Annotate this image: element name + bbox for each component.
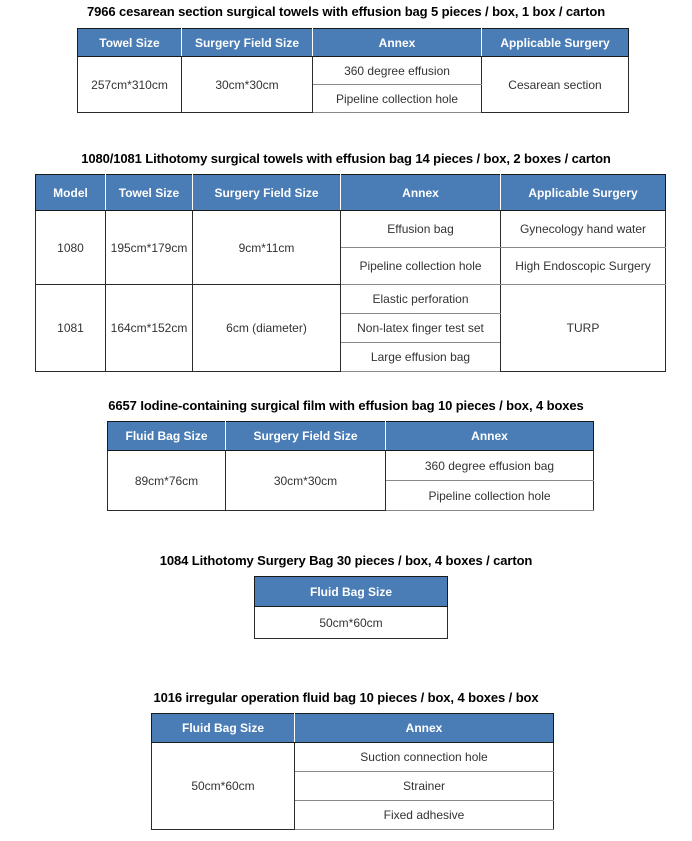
table-row: 1081 164cm*152cm 6cm (diameter) Elastic …	[35, 284, 666, 372]
table-row: Pipeline collection hole	[78, 84, 629, 113]
cell-annex-1: 360 degree effusion bag	[385, 450, 594, 481]
table-row: Pipeline collection hole High Endoscopic…	[36, 247, 666, 285]
cell-fluid-bag-size: 50cm*60cm	[254, 606, 448, 639]
cell-fluid-bag-size: 89cm*76cm	[107, 450, 226, 511]
column-header-towel-size: Towel Size	[77, 28, 182, 57]
cell-annex-2: Pipeline collection hole	[340, 247, 501, 285]
spec-table-1084: Fluid Bag Size 50cm*60cm	[254, 576, 448, 639]
cell-annex-3: Large effusion bag	[340, 342, 501, 372]
cell-applicable-surgery-2: High Endoscopic Surgery	[500, 247, 666, 285]
column-header-fluid-bag-size: Fluid Bag Size	[254, 576, 448, 607]
spec-table-7966: Towel Size Surgery Field Size Annex Appl…	[77, 28, 629, 113]
section-title-1016: 1016 irregular operation fluid bag 10 pi…	[153, 690, 539, 705]
table-wrapper-1084: Fluid Bag Size 50cm*60cm	[254, 576, 448, 639]
column-header-annex: Annex	[312, 28, 482, 57]
spec-table-6657: Fluid Bag Size Surgery Field Size Annex …	[107, 421, 594, 511]
cell-annex-3: Fixed adhesive	[294, 800, 554, 830]
cell-towel-size: 164cm*152cm	[105, 284, 193, 372]
column-header-annex: Annex	[385, 421, 594, 451]
cell-surgery-field-size: 30cm*30cm	[181, 56, 313, 113]
column-header-towel-size: Towel Size	[105, 174, 193, 211]
spec-table-1016: Fluid Bag Size Annex 50cm*60cm Suction c…	[151, 713, 554, 830]
cell-applicable-surgery: TURP	[500, 284, 666, 372]
section-title-1084: 1084 Lithotomy Surgery Bag 30 pieces / b…	[159, 553, 533, 568]
cell-surgery-field-size: 9cm*11cm	[192, 210, 341, 285]
table-row: 50cm*60cm Suction connection hole	[151, 742, 554, 830]
cell-annex-2: Pipeline collection hole	[385, 480, 594, 511]
section-1080-1081: 1080/1081 Lithotomy surgical towels with…	[0, 151, 692, 372]
table-row: Fixed adhesive	[152, 800, 554, 830]
table-row: Large effusion bag	[36, 342, 666, 372]
column-header-annex: Annex	[340, 174, 501, 211]
table-wrapper-1016: Fluid Bag Size Annex 50cm*60cm Suction c…	[151, 713, 554, 830]
cell-fluid-bag-size: 50cm*60cm	[151, 742, 295, 830]
cell-applicable-surgery: Cesarean section	[481, 56, 629, 113]
table-row: Pipeline collection hole	[108, 480, 594, 511]
cell-annex-1: Elastic perforation	[340, 284, 501, 314]
section-title-6657: 6657 Iodine-containing surgical film wit…	[108, 398, 584, 413]
column-header-applicable-surgery: Applicable Surgery	[500, 174, 666, 211]
column-header-fluid-bag-size: Fluid Bag Size	[151, 713, 295, 743]
cell-annex-2: Pipeline collection hole	[312, 84, 482, 113]
table-header-row: Model Towel Size Surgery Field Size Anne…	[35, 174, 666, 211]
section-title-7966: 7966 cesarean section surgical towels wi…	[86, 4, 606, 19]
table-header-row: Fluid Bag Size	[254, 576, 448, 607]
table-header-row: Towel Size Surgery Field Size Annex Appl…	[77, 28, 629, 57]
column-header-surgery-field-size: Surgery Field Size	[192, 174, 341, 211]
cell-surgery-field-size: 6cm (diameter)	[192, 284, 341, 372]
column-header-surgery-field-size: Surgery Field Size	[181, 28, 313, 57]
spec-table-1080-1081: Model Towel Size Surgery Field Size Anne…	[35, 174, 666, 372]
section-1084: 1084 Lithotomy Surgery Bag 30 pieces / b…	[0, 553, 692, 639]
column-header-surgery-field-size: Surgery Field Size	[225, 421, 386, 451]
cell-model: 1080	[35, 210, 106, 285]
cell-surgery-field-size: 30cm*30cm	[225, 450, 386, 511]
table-header-row: Fluid Bag Size Annex	[151, 713, 554, 743]
section-title-1080-1081: 1080/1081 Lithotomy surgical towels with…	[81, 151, 611, 166]
section-6657: 6657 Iodine-containing surgical film wit…	[0, 398, 692, 511]
table-wrapper-6657: Fluid Bag Size Surgery Field Size Annex …	[107, 421, 594, 511]
cell-annex-2: Strainer	[294, 771, 554, 801]
table-row: 89cm*76cm 30cm*30cm 360 degree effusion …	[107, 450, 594, 511]
cell-model: 1081	[35, 284, 106, 372]
section-1016: 1016 irregular operation fluid bag 10 pi…	[0, 690, 692, 830]
table-wrapper-7966: Towel Size Surgery Field Size Annex Appl…	[77, 28, 629, 113]
table-wrapper-1080-1081: Model Towel Size Surgery Field Size Anne…	[35, 174, 666, 372]
cell-annex-1: 360 degree effusion	[312, 56, 482, 85]
table-row: Strainer	[152, 771, 554, 801]
cell-annex-2: Non-latex finger test set	[340, 313, 501, 343]
cell-annex-1: Suction connection hole	[294, 742, 554, 772]
cell-towel-size: 195cm*179cm	[105, 210, 193, 285]
table-header-row: Fluid Bag Size Surgery Field Size Annex	[107, 421, 594, 451]
table-row: 50cm*60cm	[254, 606, 448, 639]
cell-applicable-surgery-1: Gynecology hand water	[500, 210, 666, 248]
table-row: Non-latex finger test set	[36, 313, 666, 343]
cell-annex-1: Effusion bag	[340, 210, 501, 248]
column-header-fluid-bag-size: Fluid Bag Size	[107, 421, 226, 451]
table-row: 1080 195cm*179cm 9cm*11cm Effusion bag G…	[35, 210, 666, 285]
section-7966: 7966 cesarean section surgical towels wi…	[0, 4, 692, 113]
column-header-applicable-surgery: Applicable Surgery	[481, 28, 629, 57]
column-header-annex: Annex	[294, 713, 554, 743]
table-row: 257cm*310cm 30cm*30cm 360 degree effusio…	[77, 56, 629, 113]
column-header-model: Model	[35, 174, 106, 211]
cell-towel-size: 257cm*310cm	[77, 56, 182, 113]
